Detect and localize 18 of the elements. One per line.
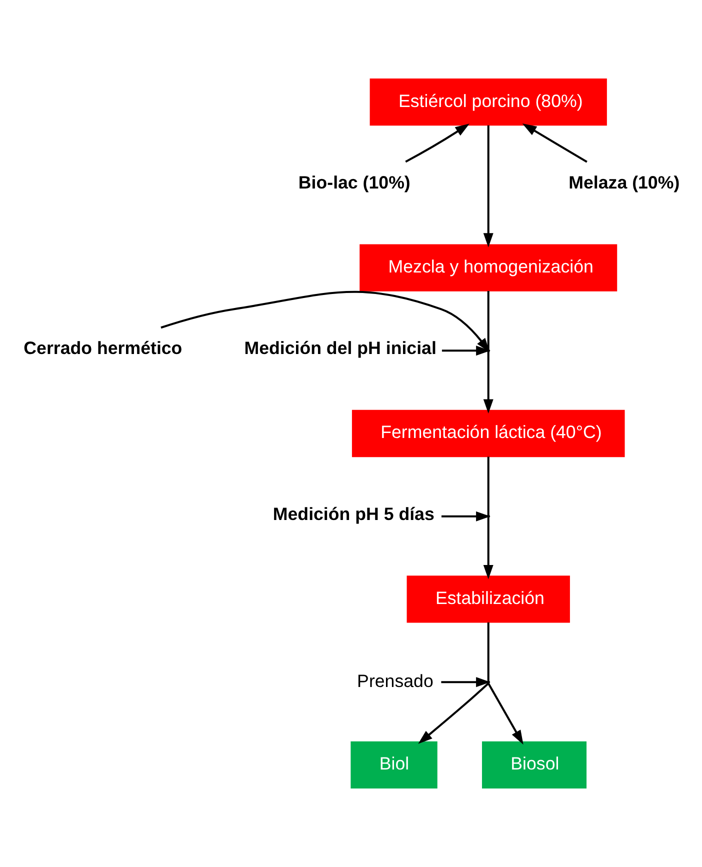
node-text: Bio-lac (10%) xyxy=(298,172,410,192)
node-box: Estiércol porcino (80%) xyxy=(370,78,607,126)
node-box: Mezcla y homogenización xyxy=(360,244,618,292)
node-text: Cerrado hermético xyxy=(24,338,182,358)
node-text: Prensado xyxy=(357,670,434,691)
arrow xyxy=(483,125,494,248)
node-text: Medición pH 5 días xyxy=(272,504,434,524)
node-text: Medición del pH inicial xyxy=(244,338,436,358)
node-text: Melaza (10%) xyxy=(568,172,680,192)
node-box: Estabilización xyxy=(406,576,570,623)
arrow xyxy=(522,123,588,163)
node-box: Fermentación láctica (40°C) xyxy=(352,410,625,458)
arrow xyxy=(476,291,494,414)
node-box: Biosol xyxy=(482,741,587,789)
arrow xyxy=(418,622,524,745)
arrow xyxy=(476,456,494,580)
node-box: Biol xyxy=(350,741,438,789)
arrow xyxy=(405,124,470,163)
